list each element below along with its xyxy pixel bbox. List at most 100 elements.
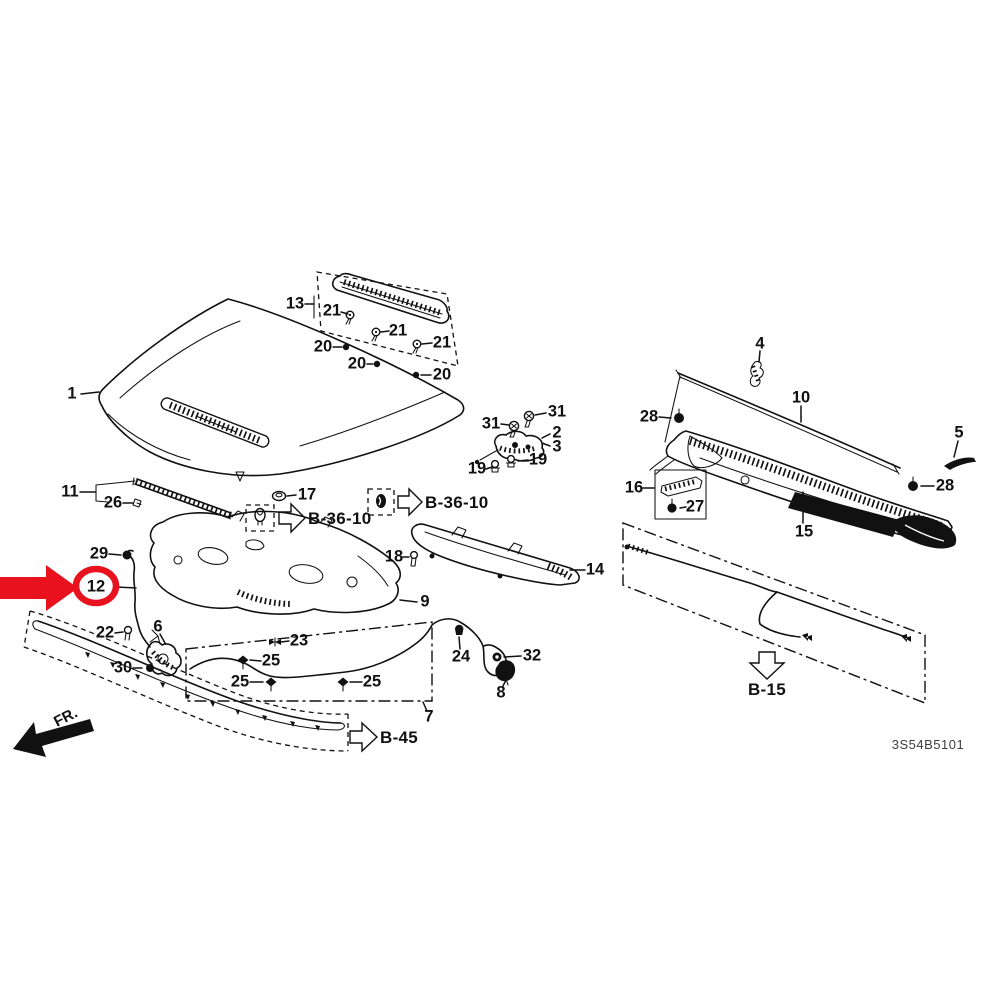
callout-leader [658,416,672,419]
clip-icon [376,494,386,508]
ref-b3610-mid[interactable]: B-36-10 [367,487,489,517]
callout-3[interactable]: 3 [552,437,561,455]
callout-6[interactable]: 6 [153,617,162,635]
nut-icon [505,454,517,468]
front-plate-drawing [410,523,580,586]
hood-garnish-drawing [313,271,459,379]
callout-5[interactable]: 5 [954,423,963,441]
bolt-icon [373,360,381,368]
callout-leader [159,633,166,644]
callout-14[interactable]: 14 [586,560,605,578]
ref-label[interactable]: B-45 [380,728,418,747]
grommet-icon [492,652,502,662]
screw-icon [123,625,133,641]
callout-leader [114,631,124,634]
callout-18[interactable]: 18 [385,547,403,565]
callout-4[interactable]: 4 [755,334,765,352]
callout-10[interactable]: 10 [792,388,810,406]
diagram-code: 3S54B5101 [892,737,964,752]
front-seal-strip-drawing [23,610,349,752]
callout-31[interactable]: 31 [548,402,566,420]
callout-leader [421,342,433,345]
callout-leader [399,599,418,603]
callout-15[interactable]: 15 [795,522,813,540]
callout-29[interactable]: 29 [90,544,108,562]
ref-arrow-icon [278,502,306,534]
callout-9[interactable]: 9 [420,592,429,610]
clip-icon [269,637,281,647]
callout-leader [340,311,349,315]
callout-leader [534,412,547,416]
callout-leader [517,459,529,462]
small-fasteners-drawing [122,490,419,567]
clip-icon [944,457,976,470]
fr-arrow-icon [13,719,94,757]
ref-arrow-icon [748,651,786,680]
callout-leader [422,701,428,712]
callout-21[interactable]: 21 [389,321,407,339]
callout-2[interactable]: 2 [552,423,561,441]
callout-26[interactable]: 26 [104,493,122,511]
callout-28[interactable]: 28 [936,476,954,494]
callout-24[interactable]: 24 [452,647,471,665]
callout-25[interactable]: 25 [262,651,280,669]
callout-20[interactable]: 20 [433,365,451,383]
ref-b45[interactable]: B-45 [349,721,418,753]
clip-icon [455,624,464,635]
clip-icon [264,676,278,692]
callout-1[interactable]: 1 [67,384,76,402]
callout-31[interactable]: 31 [482,414,500,432]
callout-leader [541,442,551,447]
ref-label[interactable]: B-36-10 [425,493,489,512]
callout-leader [541,433,551,439]
callout-leader [249,659,262,662]
hood-panel-drawing [98,298,465,482]
callout-21[interactable]: 21 [323,301,341,319]
clip-icon [409,550,419,567]
callout-leader [502,679,507,687]
callout-22[interactable]: 22 [96,623,114,641]
callout-leader [485,466,493,470]
hood-cable-drawing [185,618,516,702]
ref-label[interactable]: B-15 [748,680,786,699]
callout-20[interactable]: 20 [314,337,332,355]
callout-25[interactable]: 25 [231,672,249,690]
callout-30[interactable]: 30 [114,658,132,676]
ref-arrow-icon [397,487,423,517]
callout-leader [679,506,687,509]
highlight-circle [72,565,120,607]
callout-25[interactable]: 25 [363,672,381,690]
hood-rear-seal-drawing [95,477,232,520]
grommet-icon [271,490,287,502]
callout-8[interactable]: 8 [496,683,505,701]
ref-label[interactable]: B-36-10 [308,509,372,528]
bolt-icon [412,371,420,379]
callout-19[interactable]: 19 [468,459,486,477]
callout-12[interactable]: 12 [87,577,105,595]
callout-leader [758,350,761,363]
highlight-arrow-icon [0,565,78,611]
callout-leader [80,391,100,395]
callout-21[interactable]: 21 [433,333,451,351]
callout-19[interactable]: 19 [529,450,547,468]
callout-leader [280,640,290,643]
screw-icon [371,327,381,342]
callout-20[interactable]: 20 [348,354,366,372]
callout-28[interactable]: 28 [640,407,658,425]
callout-27[interactable]: 27 [686,497,704,515]
callout-7[interactable]: 7 [424,707,433,725]
ref-b15[interactable]: B-15 [748,651,786,699]
fr-direction-marker: FR. [13,704,94,757]
callout-11[interactable]: 11 [61,482,78,500]
callout-leader [458,636,461,650]
callout-leader [286,494,297,497]
callout-leader [380,330,390,333]
callout-23[interactable]: 23 [290,631,308,649]
callout-16[interactable]: 16 [625,478,643,496]
callout-32[interactable]: 32 [523,646,541,664]
callout-13[interactable]: 13 [286,294,304,312]
callout-17[interactable]: 17 [298,485,316,503]
hood-latch-drawing [474,410,545,473]
